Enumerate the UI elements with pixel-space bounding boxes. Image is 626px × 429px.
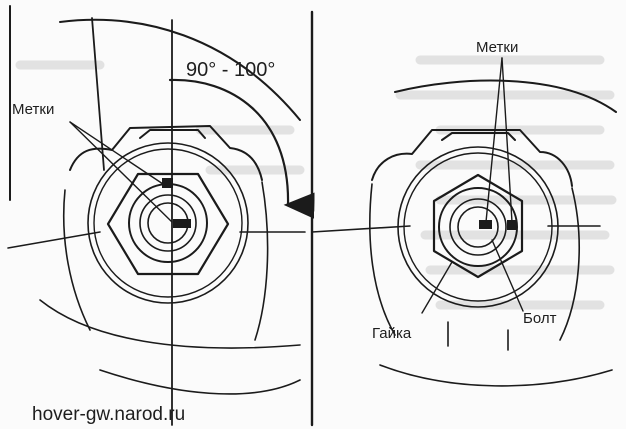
site-watermark: hover-gw.narod.ru	[32, 404, 185, 425]
nut-label: Гайка	[372, 325, 412, 342]
nut-hexagon-left	[106, 172, 230, 276]
bolt-mark-right	[479, 220, 492, 229]
left-view	[7, 5, 315, 426]
rotation-arrow	[168, 78, 315, 219]
nut-mark-right	[507, 220, 517, 230]
bolt-label: Болт	[523, 310, 557, 327]
nut-hexagon-right	[432, 173, 524, 279]
marks-label-right: Метки	[476, 39, 518, 56]
angle-label: 90° - 100°	[186, 59, 275, 81]
bolt-mark-left	[173, 219, 191, 228]
nut-mark-left	[162, 178, 173, 188]
marks-label-left: Метки	[12, 101, 54, 118]
right-view	[311, 57, 617, 387]
